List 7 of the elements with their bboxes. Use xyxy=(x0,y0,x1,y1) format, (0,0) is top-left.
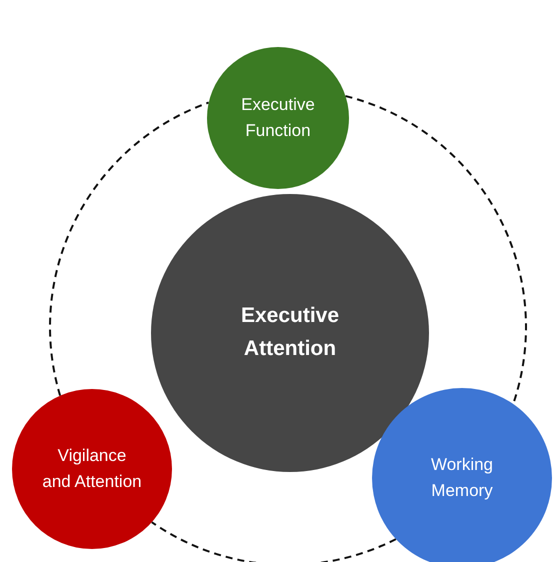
circle-label: Executive Attention xyxy=(240,303,340,362)
dashed-connector xyxy=(151,521,396,562)
dashed-connector xyxy=(49,102,210,396)
circle-label: Executive Function xyxy=(240,94,316,142)
dashed-connector xyxy=(345,95,527,404)
circle-label: Vigilance and Attention xyxy=(42,444,142,493)
circle-label: Working Memory xyxy=(430,454,494,502)
